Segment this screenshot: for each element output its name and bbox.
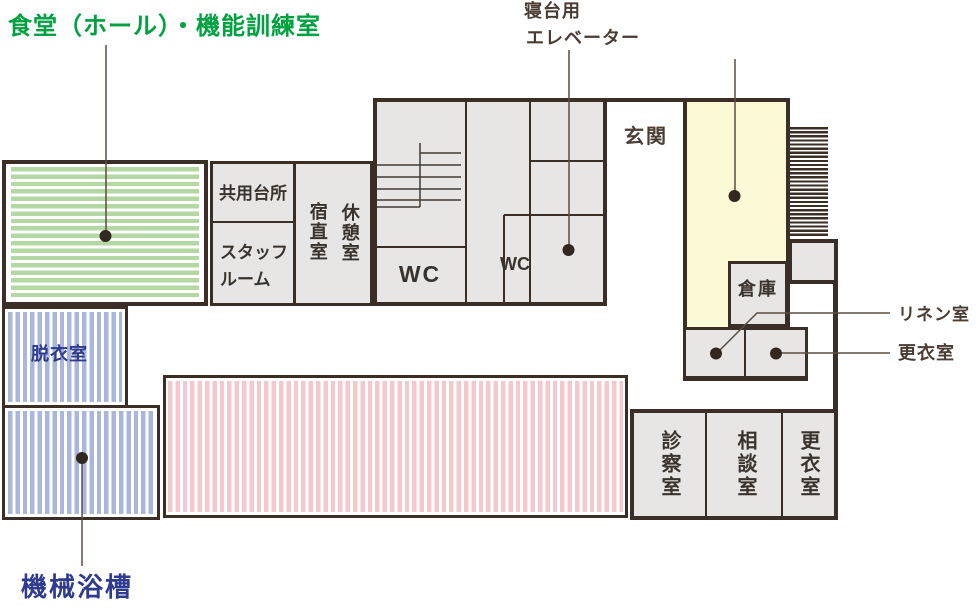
staff-room-label-line1: スタッフ bbox=[220, 243, 288, 262]
exterior-stairs-hatch bbox=[790, 127, 828, 237]
bath-room-stripes bbox=[8, 411, 154, 514]
entrance-top-wall bbox=[603, 98, 687, 102]
bottom-row-divider-2 bbox=[781, 413, 783, 516]
shared-kitchen-label: 共用台所 bbox=[219, 184, 287, 203]
wc-sub-label: WC bbox=[500, 254, 530, 274]
bed-elevator-label-line1: 寝台用 bbox=[524, 1, 581, 21]
wc-main-label: WC bbox=[398, 261, 442, 287]
kitchen-staff-block bbox=[210, 161, 296, 306]
examination-room-label: 診察室 bbox=[658, 430, 680, 499]
corridor-stripes bbox=[168, 381, 623, 512]
consultation-room-label: 相談室 bbox=[734, 430, 756, 499]
undressing-room-area bbox=[2, 306, 128, 405]
bed-elevator-label-line2: エレベーター bbox=[526, 28, 640, 48]
linen-room-label: リネン室 bbox=[898, 305, 970, 324]
night-duty-room-label: 宿直室 bbox=[307, 202, 328, 262]
storage-label: 倉庫 bbox=[738, 279, 778, 299]
nightduty-breakroom bbox=[293, 161, 373, 306]
bath-room-area bbox=[2, 405, 160, 520]
changing-room-upper-label: 更衣室 bbox=[898, 343, 955, 363]
dining-hall-stripes bbox=[11, 167, 199, 299]
break-room-label: 休憩室 bbox=[339, 203, 360, 263]
machine-bath-label: 機械浴槽 bbox=[21, 572, 134, 602]
dining-hall-area bbox=[2, 160, 208, 306]
kitchen-staff-divider bbox=[213, 221, 293, 223]
linen-changing-divider bbox=[744, 330, 746, 378]
corridor-area bbox=[163, 375, 628, 518]
bottom-room-row bbox=[630, 409, 838, 520]
exterior-wall-segment bbox=[833, 281, 838, 412]
bottom-row-divider-1 bbox=[705, 413, 707, 516]
dining-hall-label: 食堂（ホール）・機能訓練室 bbox=[8, 13, 321, 40]
changing-room-lower-label: 更衣室 bbox=[797, 430, 819, 499]
entrance-label: 玄関 bbox=[624, 126, 668, 148]
staff-room-label-line2: ルーム bbox=[220, 270, 271, 289]
undressing-room-label: 脱衣室 bbox=[31, 344, 88, 364]
undressing-room-stripes bbox=[8, 312, 122, 402]
unlabeled-room bbox=[788, 239, 838, 284]
